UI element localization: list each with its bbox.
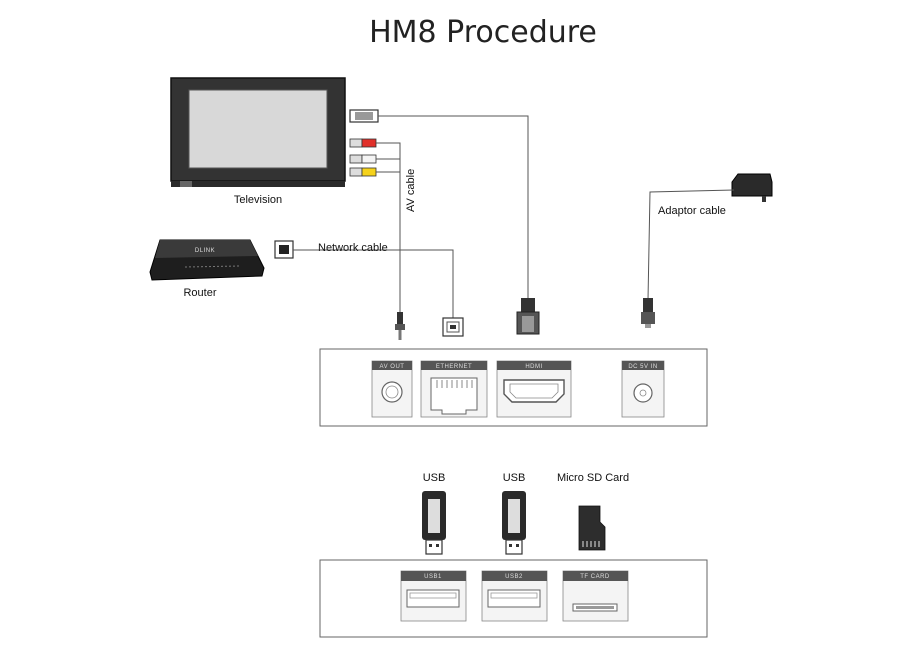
- ethernet-plug-panel-icon: [442, 317, 464, 337]
- av-out-port[interactable]: [371, 360, 413, 418]
- micro-sd-card-icon: [578, 505, 606, 551]
- hdmi-plug-panel-icon: [516, 298, 540, 335]
- rca-plug-yellow-icon: [349, 167, 377, 177]
- ethernet-plug-icon: [274, 240, 294, 259]
- micro-sd-label: Micro SD Card: [557, 472, 629, 484]
- power-adaptor-icon: [731, 173, 773, 202]
- dc-power-port[interactable]: [621, 360, 665, 418]
- hdmi-plug-icon: [349, 109, 379, 123]
- usb2-port-label: USB2: [505, 574, 523, 580]
- network-cable-label: Network cable: [318, 242, 388, 254]
- page-title: HM8 Procedure: [369, 15, 597, 50]
- router-label: Router: [183, 287, 216, 299]
- front-panel: USB1 USB2 TF CARD: [319, 559, 708, 638]
- audio-jack-plug-icon: [395, 312, 405, 340]
- av-cable-label: AV cable: [405, 169, 417, 212]
- usb-2-label: USB: [503, 472, 526, 484]
- tf-card-port-label: TF CARD: [580, 574, 610, 580]
- dc-power-port-label: DC 5V IN: [628, 364, 657, 370]
- adaptor-cable: [647, 189, 735, 301]
- back-panel: AV OUT ETHERNET HDMI DC 5V I: [319, 348, 708, 427]
- usb-1-label: USB: [423, 472, 446, 484]
- rca-plug-red-icon: [349, 138, 377, 148]
- network-cable: [293, 249, 454, 318]
- tf-card-port[interactable]: [562, 570, 629, 622]
- usb-drive-icon: [422, 491, 446, 555]
- usb-drive-2-icon: [502, 491, 526, 555]
- dc-power-plug-icon: [641, 298, 655, 328]
- adaptor-cable-label: Adaptor cable: [658, 205, 726, 217]
- usb1-port[interactable]: [400, 570, 467, 622]
- ethernet-port[interactable]: [420, 360, 488, 418]
- router-brand-label: DLINK: [195, 248, 215, 254]
- hdmi-port-label: HDMI: [525, 364, 542, 370]
- television-label: Television: [234, 194, 282, 206]
- usb1-port-label: USB1: [424, 574, 442, 580]
- av-cable: [376, 142, 401, 312]
- av-out-port-label: AV OUT: [380, 364, 405, 370]
- rca-plug-white-icon: [349, 154, 377, 164]
- ethernet-port-label: ETHERNET: [436, 364, 472, 370]
- hdmi-port[interactable]: [496, 360, 572, 418]
- television-icon: [170, 77, 346, 187]
- router-icon: [149, 239, 265, 281]
- usb2-port[interactable]: [481, 570, 548, 622]
- hdmi-cable: [378, 115, 529, 300]
